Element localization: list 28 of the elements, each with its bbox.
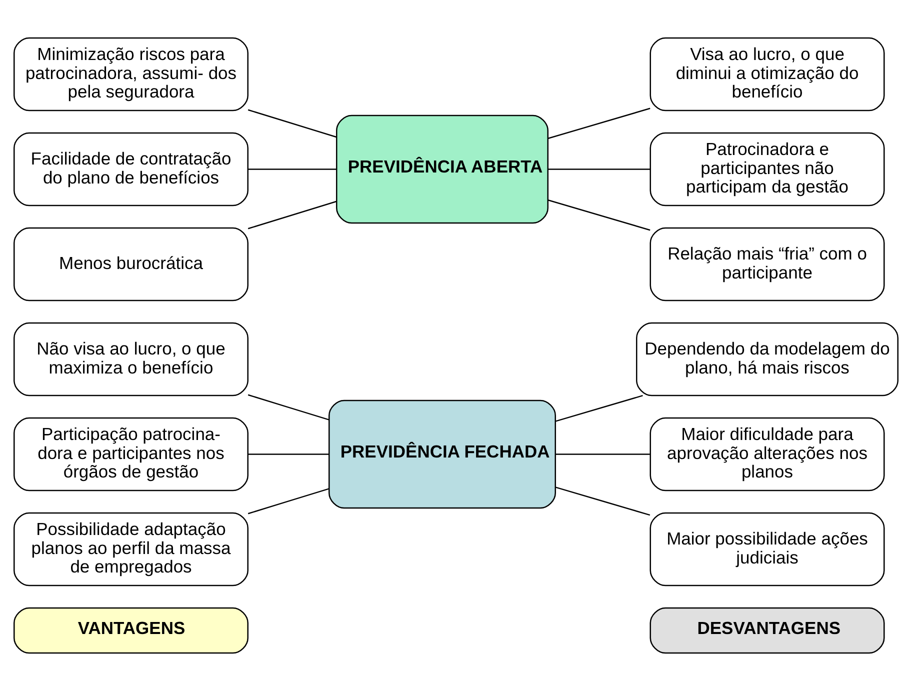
node-box: DESVANTAGENS xyxy=(649,606,884,654)
node-box: Dependendo da modelagem do plano, há mais riscos xyxy=(636,322,898,396)
node-box: Relação mais “fria” com o participante xyxy=(649,226,884,301)
connector xyxy=(247,394,329,420)
connector xyxy=(554,394,642,422)
connector xyxy=(248,168,336,170)
connector xyxy=(247,108,336,138)
node-box: Menos burocrática xyxy=(13,226,248,301)
connector xyxy=(247,488,329,514)
node-box: Facilidade de contratação do plano de benefícios xyxy=(13,132,248,206)
node-box: VANTAGENS xyxy=(13,606,248,654)
connector xyxy=(548,107,650,138)
node-box: PREVIDÊNCIA ABERTA xyxy=(336,114,548,224)
connector xyxy=(548,199,650,230)
connector xyxy=(548,168,650,170)
node-box: Maior dificuldade para aprovação alterações nos planos xyxy=(649,416,884,491)
node-box: Participação patrocina- dora e participantes nos órgãos de gestão xyxy=(13,416,248,491)
connector xyxy=(554,453,650,454)
node-box: Patrocinadora e participantes não participam da gestão xyxy=(649,132,884,206)
node-box: Maior possibilidade ações judiciais xyxy=(649,512,884,586)
node-box: Não visa ao lucro, o que maximiza o benefício xyxy=(13,322,248,396)
connector xyxy=(247,200,336,229)
node-box: Minimização riscos para patrocinadora, assumi- dos pela seguradora xyxy=(13,36,248,111)
connector xyxy=(554,486,650,516)
node-box: PREVIDÊNCIA FECHADA xyxy=(328,399,556,508)
node-box: Visa ao lucro, o que diminui a otimização do benefício xyxy=(649,36,884,111)
connector xyxy=(248,453,329,454)
node-box: Possibilidade adaptação planos ao perfil da massa de empregados xyxy=(13,512,248,586)
